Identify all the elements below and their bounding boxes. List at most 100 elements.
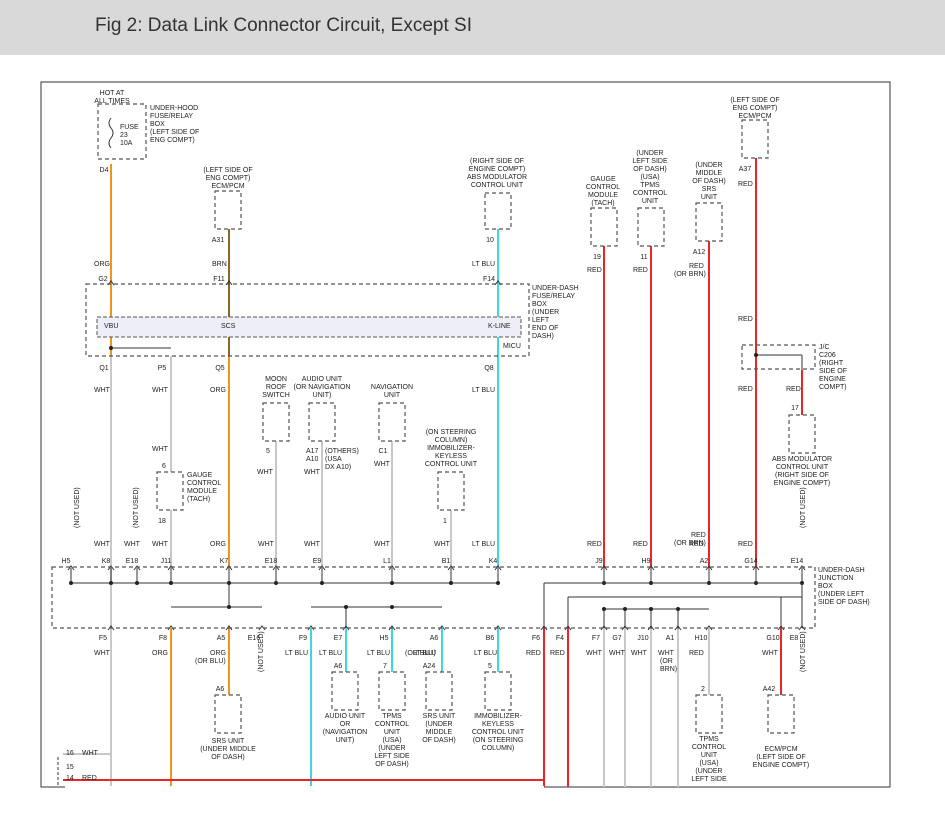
connector-mark [705, 565, 713, 571]
splice-dot [169, 581, 173, 585]
srs-bottom2-label: MIDDLE [426, 729, 453, 736]
connector-mark [318, 565, 326, 571]
splice-dot [135, 581, 139, 585]
pin-d4: D4 [100, 167, 109, 174]
jc-label: COMPT) [819, 384, 847, 391]
connector-mark [798, 565, 806, 571]
wire-label-wht-audio: WHT [304, 469, 321, 476]
splice-dot [109, 346, 113, 350]
moon-roof-label: MOON [265, 376, 287, 383]
connector-mark [307, 625, 315, 631]
connector-mark [540, 625, 548, 631]
audio-unit-label: UNIT) [313, 392, 332, 399]
pin-h9: H9 [642, 558, 651, 565]
jb-bottom-color-label: WHT [631, 650, 648, 657]
pin-a42: A42 [763, 686, 776, 693]
wire-label-red-tpms: RED [633, 267, 648, 274]
jb-or-blu-2: (OR BLU) [405, 650, 436, 657]
not-used-5: (NOT USED) [800, 631, 807, 672]
tpms-bottom3-label: CONTROL [692, 744, 726, 751]
pin-a10: A10 [306, 456, 319, 463]
pin-bottom-e7: E7 [334, 635, 343, 642]
splice-dot [623, 607, 627, 611]
fuse-23-label: FUSE [120, 124, 139, 131]
pin-k8: K8 [102, 558, 111, 565]
connector-mark [167, 625, 175, 631]
jc-label: (RIGHT [819, 360, 844, 367]
tpms-bottom3-label: (USA) [699, 760, 718, 767]
wire-label-ltblu-2: LT BLU [472, 387, 495, 394]
pin-bottom-f4: F4 [556, 635, 564, 642]
junction-box-label: UNDER-DASH [818, 567, 865, 574]
relay-box-label: DASH) [532, 333, 554, 340]
wire-label-red-ecm2: RED [738, 316, 753, 323]
abs-top-label: (RIGHT SIDE OF [470, 158, 524, 165]
navigation-label: NAVIGATION [371, 384, 413, 391]
wire-label-red-jc1: RED [738, 386, 753, 393]
fuse-box-label: UNDER-HOOD [150, 105, 198, 112]
ecm-pcm-bottom-box [767, 694, 795, 734]
micu-module [96, 316, 522, 338]
pin-bottom-e16: E16 [248, 635, 261, 642]
pin-2: 2 [701, 686, 705, 693]
connector-mark [388, 625, 396, 631]
pin-bottom-a5: A5 [217, 635, 226, 642]
tpms-control-top-box [637, 207, 665, 247]
fuse-box-label: (LEFT SIDE OF [150, 129, 199, 136]
wire-label-org: ORG [94, 261, 110, 268]
moon-roof-switch-box [262, 402, 290, 442]
tpms-bottom3-label: LEFT SIDE [691, 776, 727, 783]
jb-top-color-label: WHT [434, 541, 451, 548]
ecm-pcm-right-box [741, 119, 769, 159]
pin-16: 16 [66, 750, 74, 757]
jb-bottom-color-label: WHT [94, 650, 111, 657]
jb-bottom-color-label: RED [526, 650, 541, 657]
pin-17: 17 [791, 405, 799, 412]
ecm-bottom-label: ENGINE COMPT) [753, 762, 809, 769]
relay-box-label: UNDER-DASH [532, 285, 579, 292]
pin-bottom-j10: J10 [637, 635, 648, 642]
junction-box-label: BOX [818, 583, 833, 590]
under-dash-junction-box [51, 566, 816, 629]
audio-unit-label: (OR NAVIGATION [294, 384, 351, 391]
jc-label: SIDE OF [819, 368, 847, 375]
connector-mark [752, 565, 760, 571]
srs-unit-bottom2-box [425, 671, 453, 711]
pin-j9: J9 [595, 558, 603, 565]
gauge-mid-label: CONTROL [187, 480, 221, 487]
tpms-top-label: CONTROL [633, 190, 667, 197]
connector-mark [600, 625, 608, 631]
jb-bottom-color-label: WHT [586, 650, 603, 657]
jc-label: C206 [819, 352, 836, 359]
pin-bottom-f9: F9 [299, 635, 307, 642]
pin-e18: E18 [126, 558, 139, 565]
srs-top-label: MIDDLE [696, 170, 723, 177]
jb-top-color-label: ORG [210, 541, 226, 548]
page-title: Fig 2: Data Link Connector Circuit, Exce… [95, 15, 472, 36]
srs-bottom-label: OF DASH) [211, 754, 244, 761]
wire-label-wht-2: WHT [152, 387, 169, 394]
jc-c206-box [741, 344, 816, 370]
connector-mark [272, 565, 280, 571]
connector-mark [494, 625, 502, 631]
ecm-left-label: ENG COMPT) [206, 175, 251, 182]
jb-or-brn: (OR [660, 658, 673, 665]
immobilizer-bottom-label: (ON STEERING [473, 737, 524, 744]
ecm-right-label: ECM/PCM [738, 113, 771, 120]
jb-top-or-brn: (OR BRN) [674, 540, 706, 547]
jb-bottom-color-label: RED [550, 650, 565, 657]
fuse-hot-label: HOT AT [100, 90, 125, 97]
not-used-1: (NOT USED) [74, 487, 81, 528]
tpms-bottom-label: (UNDER [378, 745, 405, 752]
wire-label-wht-moon: WHT [257, 469, 274, 476]
jb-top-color-label: WHT [258, 541, 275, 548]
audio-unit-label: AUDIO UNIT [302, 376, 343, 383]
connector-mark [621, 625, 629, 631]
pin-a31: A31 [212, 237, 225, 244]
tpms-bottom-label: UNIT [384, 729, 401, 736]
moon-roof-label: SWITCH [262, 392, 290, 399]
jb-top-color-label: LT BLU [472, 541, 495, 548]
component-boxes [51, 103, 816, 734]
kline-label: K-LINE [488, 323, 511, 330]
